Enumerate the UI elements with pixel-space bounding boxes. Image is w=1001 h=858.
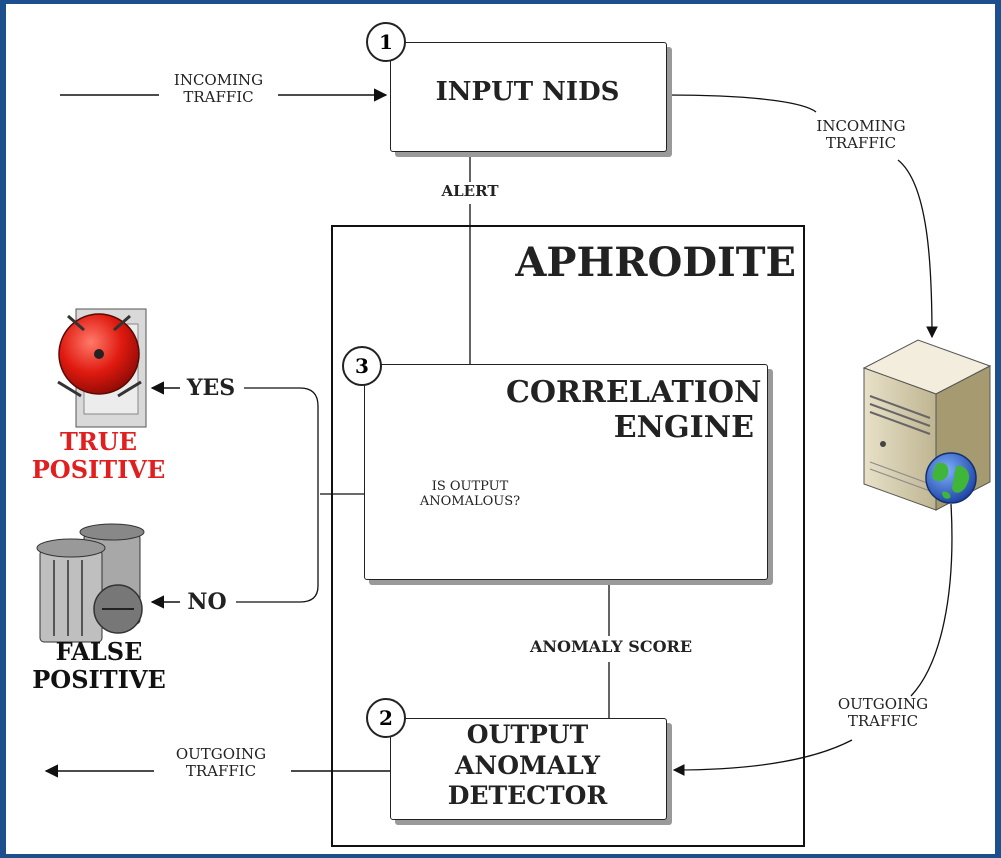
incoming-traffic-right-label: INCOMING TRAFFIC	[806, 117, 916, 153]
input-nids-box	[390, 42, 667, 152]
correlation-engine-line-1: CORRELATION	[506, 375, 762, 410]
anomaly-score-label: ANOMALY SCORE	[516, 637, 706, 657]
correlation-engine-box	[364, 364, 768, 580]
globe-icon	[925, 452, 977, 504]
outgoing-left-line-1: OUTGOING	[175, 745, 267, 763]
aphrodite-title: APHRODITE	[515, 239, 796, 286]
outgoing-right-line-1: OUTGOING	[837, 695, 929, 713]
decision-line-1: IS OUTPUT	[431, 479, 509, 494]
incoming-left-line-2: TRAFFIC	[183, 88, 254, 107]
step-3-badge: 3	[342, 346, 382, 386]
true-positive-line-2: POSITIVE	[31, 454, 166, 484]
diagram-canvas: APHRODITE INPUT NIDS 1 CORRELATION ENGIN…	[6, 4, 995, 854]
outgoing-traffic-right-label: OUTGOING TRAFFIC	[828, 695, 938, 731]
alarm-bell-icon	[57, 308, 147, 428]
correlation-engine-label: CORRELATION ENGINE	[506, 375, 762, 445]
false-positive-line-1: FALSE	[55, 637, 143, 666]
incoming-traffic-left-label: INCOMING TRAFFIC	[156, 71, 281, 107]
yes-label: YES	[186, 375, 236, 401]
no-label: NO	[187, 589, 227, 615]
incoming-right-line-2: TRAFFIC	[825, 134, 897, 153]
incoming-left-line-1: INCOMING	[173, 71, 264, 89]
edge-outgoing-right	[910, 503, 953, 697]
output-anomaly-detector-box	[390, 718, 667, 820]
alert-label: ALERT	[430, 182, 510, 201]
output-detector-line-1: OUTPUT	[466, 720, 589, 749]
output-detector-line-2: ANOMALY	[455, 750, 600, 780]
aphrodite-container	[331, 225, 805, 847]
incoming-right-line-1: INCOMING	[816, 117, 906, 135]
outgoing-right-line-2: TRAFFIC	[847, 712, 919, 731]
correlation-engine-line-2: ENGINE	[613, 409, 754, 445]
output-anomaly-detector-label: OUTPUT ANOMALY DETECTOR	[390, 720, 665, 812]
step-2-badge: 2	[366, 698, 406, 738]
output-detector-line-3: DETECTOR	[447, 781, 608, 810]
outgoing-left-line-2: TRAFFIC	[185, 762, 257, 781]
web-server-icon	[862, 339, 992, 511]
decision-line-2: ANOMALOUS?	[419, 493, 521, 509]
edge-incoming-right	[665, 94, 817, 113]
step-1-badge: 1	[366, 22, 406, 62]
trash-can-icon	[36, 523, 145, 643]
decision-label: IS OUTPUT ANOMALOUS?	[400, 479, 540, 510]
false-positive-line-2: POSITIVE	[32, 664, 166, 694]
outgoing-traffic-left-label: OUTGOING TRAFFIC	[151, 745, 291, 781]
true-positive-line-1: TRUE	[59, 427, 138, 456]
true-positive-label: TRUE POSITIVE	[16, 428, 181, 483]
input-nids-label: INPUT NIDS	[435, 77, 620, 107]
false-positive-label: FALSE POSITIVE	[14, 638, 184, 693]
